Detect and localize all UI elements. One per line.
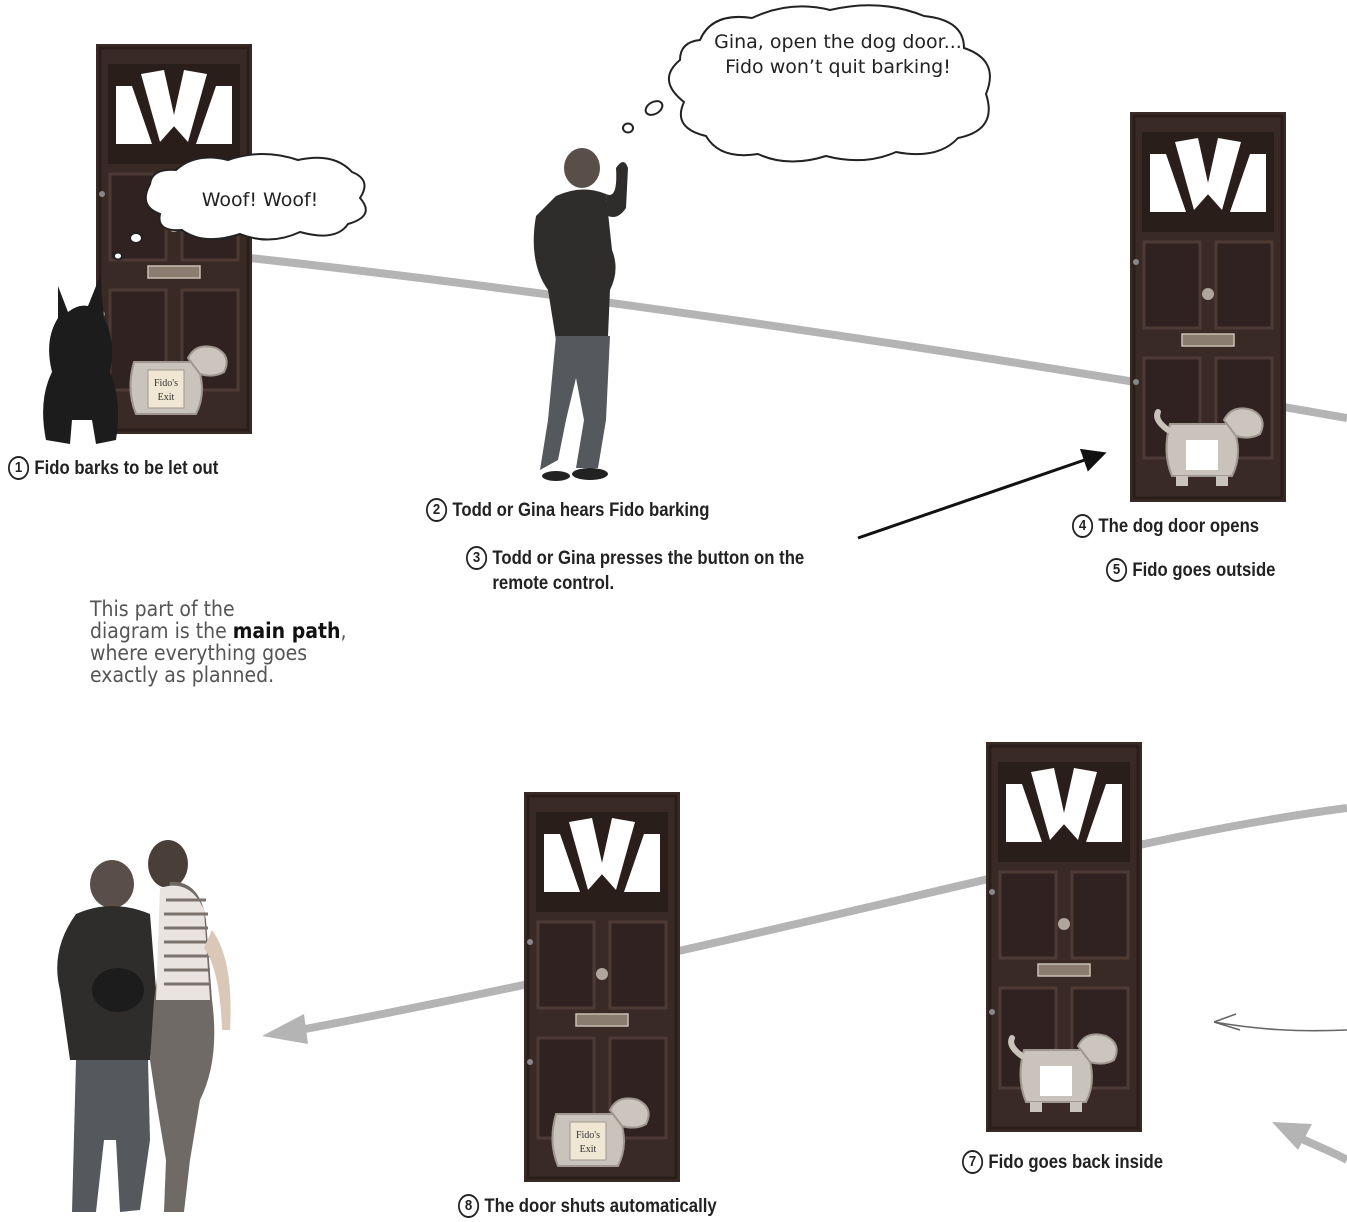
door-sign-line1: Fido's	[154, 378, 178, 389]
step-7-number: 7	[962, 1150, 983, 1174]
step-7-label: Fido goes back inside	[988, 1150, 1163, 1175]
todd-and-gina-icon	[57, 840, 230, 1212]
annotation-main-path: main path	[233, 619, 341, 643]
alternate-path-arrowhead	[1272, 1122, 1312, 1150]
handwritten-arrow	[1214, 1014, 1347, 1031]
step-7: 7 Fido goes back inside	[962, 1150, 1163, 1175]
todd-bubble-text: Gina, open the dog door... Fido won’t qu…	[702, 30, 974, 80]
fido-bubble-text: Woof! Woof!	[170, 188, 350, 213]
door-sign-line2-b: Exit	[580, 1144, 597, 1155]
door-sign-line2: Exit	[158, 392, 175, 403]
door-sign-line1-b: Fido's	[576, 1130, 600, 1141]
step-2-number: 2	[426, 498, 447, 522]
front-door-2	[1130, 112, 1286, 502]
step-4-label: The dog door opens	[1098, 514, 1259, 539]
main-path-arrowhead	[262, 1014, 308, 1044]
step-1: 1 Fido barks to be let out	[8, 456, 218, 481]
step-3-number: 3	[466, 546, 487, 570]
todd-person-icon	[534, 148, 628, 481]
annotation-line-1: This part of the	[90, 598, 347, 620]
front-door-1: Fido's Exit	[96, 44, 252, 434]
annotation-line-4: exactly as planned.	[90, 664, 347, 686]
remote-arrow	[858, 454, 1102, 538]
step-5-number: 5	[1106, 558, 1127, 582]
step-4-number: 4	[1072, 514, 1093, 538]
step-3-label: Todd or Gina presses the button on the r…	[492, 546, 862, 596]
step-2: 2 Todd or Gina hears Fido barking	[426, 498, 709, 523]
step-4: 4 The dog door opens	[1072, 514, 1259, 539]
todd-thought-bubble	[623, 5, 990, 161]
main-path-curve-bottom	[300, 808, 1347, 1030]
front-door-3: Fido's Exit	[524, 792, 680, 1182]
step-5-label: Fido goes outside	[1132, 558, 1275, 583]
annotation-line-2: diagram is the main path,	[90, 620, 347, 642]
step-1-number: 1	[8, 456, 29, 480]
front-door-4	[986, 742, 1142, 1132]
step-8-label: The door shuts automatically	[484, 1194, 716, 1219]
step-5: 5 Fido goes outside	[1106, 558, 1275, 583]
step-3: 3 Todd or Gina presses the button on the…	[466, 546, 862, 596]
step-8: 8 The door shuts automatically	[458, 1194, 717, 1219]
main-path-annotation: This part of the diagram is the main pat…	[90, 598, 347, 686]
step-2-label: Todd or Gina hears Fido barking	[452, 498, 709, 523]
step-1-label: Fido barks to be let out	[34, 456, 218, 481]
step-8-number: 8	[458, 1194, 479, 1218]
annotation-line-3: where everything goes	[90, 642, 347, 664]
